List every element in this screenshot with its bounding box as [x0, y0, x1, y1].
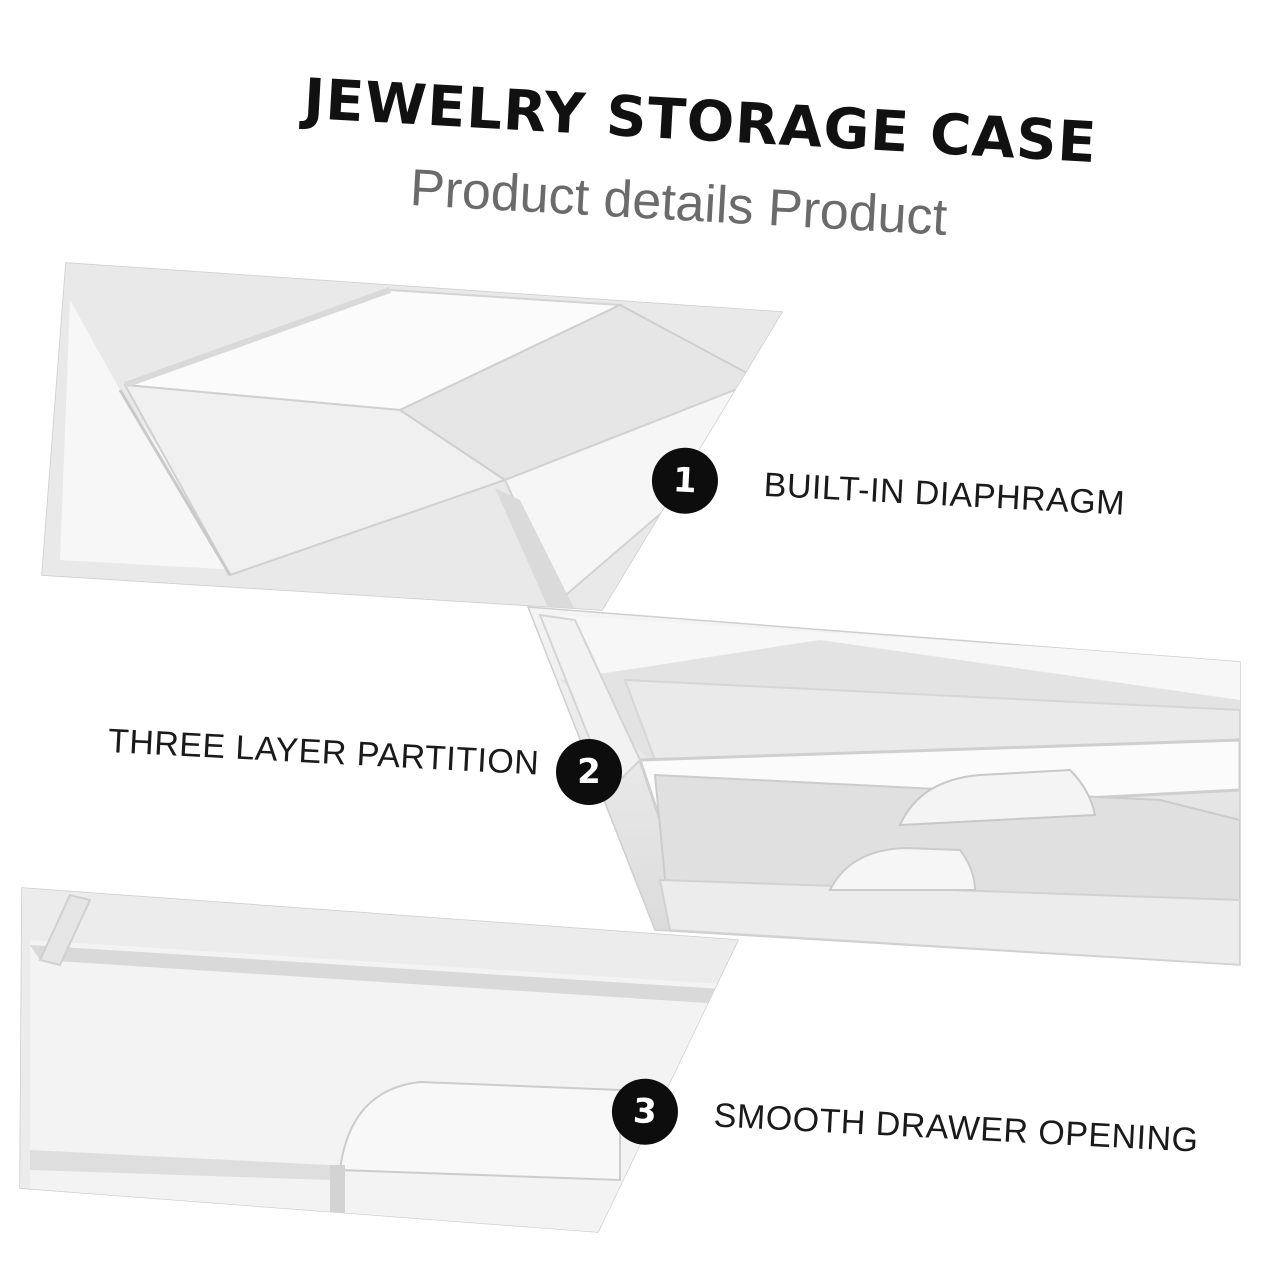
feature-number-badge-2: 2 [556, 739, 622, 805]
photo-diaphragm [41, 262, 784, 611]
photo-partition [526, 606, 1241, 966]
feature-label: BUILT-IN DIAPHRAGM [762, 465, 1127, 523]
feature-number-badge: 3 [610, 1077, 680, 1147]
feature-number-badge: 1 [650, 446, 720, 516]
feature-label: SMOOTH DRAWER OPENING [712, 1095, 1200, 1160]
photo-drawer-opening [19, 887, 740, 1233]
